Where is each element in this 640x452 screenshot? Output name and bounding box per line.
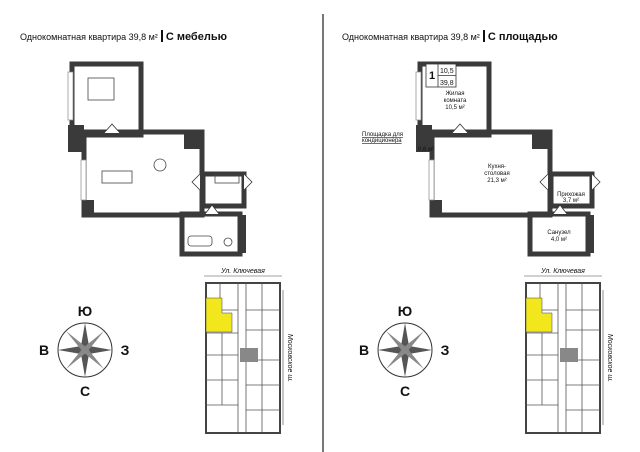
compass-left: В bbox=[359, 342, 369, 358]
title-text: Однокомнатная квартира 39,8 м² bbox=[20, 32, 158, 42]
ac-label: Площадка для bbox=[362, 132, 403, 138]
variant-label: С площадью bbox=[487, 31, 558, 43]
badge-rooms: 1 bbox=[429, 70, 435, 82]
badge-living: 10,5 bbox=[440, 68, 454, 75]
room-area: 21,3 м² bbox=[487, 178, 506, 184]
bathtub-icon bbox=[187, 235, 213, 247]
apartment-highlight bbox=[205, 297, 233, 333]
wardrobe-icon bbox=[214, 174, 240, 184]
compass-right: З bbox=[441, 342, 450, 358]
compass-right: З bbox=[121, 342, 130, 358]
left-compass: Ю В З С bbox=[39, 303, 130, 399]
room-name: комната bbox=[444, 98, 467, 104]
room-name: Жилая bbox=[446, 91, 465, 97]
bed-icon bbox=[87, 77, 115, 101]
compass-top: Ю bbox=[78, 303, 92, 319]
room-name: столовая bbox=[484, 171, 510, 177]
room-name: Санузел bbox=[547, 230, 571, 236]
compass-bottom: С bbox=[80, 383, 90, 399]
compass-left: В bbox=[39, 342, 49, 358]
ac-label: кондиционера bbox=[362, 138, 402, 144]
right-compass: Ю В З С bbox=[359, 303, 450, 399]
compass-bottom: С bbox=[400, 383, 410, 399]
compass-top: Ю bbox=[398, 303, 412, 319]
room-name: Прихожая bbox=[557, 192, 585, 198]
room-name: Кухня- bbox=[488, 164, 506, 170]
left-site-plan: Ул. Ключевая Московское ш. bbox=[204, 268, 293, 434]
title-text: Однокомнатная квартира 39,8 м² bbox=[342, 32, 480, 42]
street-top: Ул. Ключевая bbox=[220, 268, 265, 275]
badge-total: 39,8 bbox=[440, 80, 454, 87]
variant-label: С мебелью bbox=[165, 31, 227, 43]
right-site-plan: Ул. Ключевая Московское ш. bbox=[524, 268, 613, 434]
street-right: Московское ш. bbox=[286, 334, 293, 382]
left-floor-plan bbox=[68, 64, 252, 254]
room-area: 3,7 м² bbox=[563, 198, 579, 204]
sofa-icon bbox=[101, 170, 133, 184]
street-top: Ул. Ключевая bbox=[540, 268, 585, 275]
apartment-highlight bbox=[525, 297, 553, 333]
right-floor-plan: 1 10,5 39,8 Жилая комната 10,5 м² Кухня-… bbox=[362, 64, 600, 254]
panel-divider bbox=[322, 14, 324, 452]
left-title: Однокомнатная квартира 39,8 м² С мебелью bbox=[20, 30, 227, 43]
room-area: 4,0 м² bbox=[551, 237, 567, 243]
ac-area: 0,6 м² bbox=[418, 147, 434, 153]
street-right: Московское ш. bbox=[606, 334, 613, 382]
table-icon bbox=[153, 158, 167, 172]
room-area: 10,5 м² bbox=[445, 105, 464, 111]
right-title: Однокомнатная квартира 39,8 м² С площадью bbox=[342, 30, 558, 43]
toilet-icon bbox=[223, 237, 233, 247]
